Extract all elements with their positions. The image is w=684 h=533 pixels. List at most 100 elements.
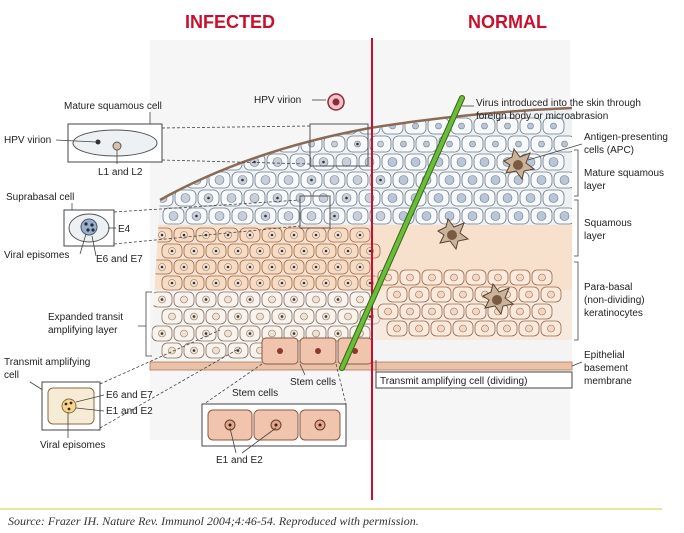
- cell-nucleus: [515, 140, 522, 148]
- cell-nucleus: [490, 175, 501, 185]
- normal-parabasal-cells: [377, 269, 562, 337]
- cell-nucleus: [458, 122, 465, 130]
- viral-episomes-top-label: Viral episomes: [4, 250, 69, 261]
- viral-particle: [292, 233, 296, 237]
- viral-particle: [356, 142, 359, 146]
- cell-nucleus: [168, 211, 179, 221]
- cell-nucleus: [561, 140, 568, 148]
- cell-nucleus: [341, 157, 352, 167]
- cell-nucleus: [212, 312, 220, 321]
- viral-particle: [302, 249, 306, 253]
- cell-nucleus: [525, 324, 533, 333]
- cell-nucleus: [387, 193, 398, 203]
- viral-particle: [368, 281, 372, 285]
- cell-nucleus: [450, 307, 458, 316]
- cell-nucleus: [459, 290, 467, 299]
- viral-particle: [160, 332, 164, 335]
- viral-particle: [195, 214, 198, 218]
- source-divider: [0, 508, 662, 510]
- cell-nucleus: [387, 157, 398, 167]
- cell-nucleus: [329, 175, 340, 185]
- cell-nucleus: [559, 175, 570, 185]
- cell-nucleus: [525, 193, 536, 203]
- e1-e2-bottom-label: E1 and E2: [106, 406, 153, 417]
- cell-nucleus: [504, 122, 511, 130]
- cell-nucleus: [318, 193, 329, 203]
- cell-nucleus: [527, 122, 534, 130]
- viral-particle: [241, 178, 244, 182]
- transmit-amplifying-label-2: cell: [4, 370, 19, 381]
- cell-nucleus: [481, 324, 489, 333]
- viral-particle: [207, 196, 210, 200]
- cell-nucleus: [249, 193, 260, 203]
- squamous-layer-label-1: Squamous: [584, 218, 632, 229]
- viral-particle: [333, 214, 336, 218]
- cell-nucleus: [180, 295, 188, 304]
- cell-nucleus: [224, 295, 232, 304]
- hpv-virion-top-label: HPV virion: [254, 95, 301, 106]
- transmit-dividing-label: Transmit amplifying cell (dividing): [380, 376, 527, 387]
- viral-particle: [204, 265, 208, 269]
- cell-nucleus: [435, 122, 442, 130]
- viral-particle: [214, 281, 218, 285]
- stem-cells-magnified: [207, 409, 341, 441]
- viral-particle: [248, 298, 252, 301]
- cell-nucleus: [421, 211, 432, 221]
- viral-particle: [236, 281, 240, 285]
- cell-nucleus: [538, 307, 546, 316]
- cell-nucleus: [344, 312, 352, 321]
- viral-particle: [358, 265, 362, 269]
- cell-nucleus: [352, 211, 363, 221]
- cell-nucleus: [393, 290, 401, 299]
- cell-nucleus: [406, 273, 414, 282]
- e6-e7-bottom-label: E6 and E7: [106, 390, 153, 401]
- epithelial-label-3: membrane: [584, 376, 632, 387]
- squamous-layer-label-2: layer: [584, 231, 606, 242]
- cell-nucleus: [479, 157, 490, 167]
- cell-nucleus: [312, 329, 320, 338]
- cell-nucleus: [444, 211, 455, 221]
- viral-particle: [280, 249, 284, 253]
- cell-nucleus: [559, 211, 570, 221]
- cell-nucleus: [456, 193, 467, 203]
- normal-heading: NORMAL: [468, 12, 547, 32]
- mature-squamous-cell-label: Mature squamous cell: [64, 101, 162, 112]
- expanded-transit-label-1: Expanded transit: [48, 312, 123, 323]
- viral-particle: [322, 160, 325, 164]
- cell-nucleus: [375, 211, 386, 221]
- viral-particle: [310, 178, 313, 182]
- viral-particle: [248, 265, 252, 269]
- viral-particle: [236, 249, 240, 253]
- expanded-transit-label-2: amplifying layer: [48, 325, 118, 336]
- viral-particle: [160, 233, 164, 237]
- parabasal-label-2: (non-dividing): [584, 295, 645, 306]
- cell-nucleus: [444, 175, 455, 185]
- epithelial-label-2: basement: [584, 363, 628, 374]
- virus-introduced-label-1: Virus introduced into the skin through: [476, 98, 641, 109]
- viral-particle: [236, 349, 240, 352]
- cell-nucleus: [516, 307, 524, 316]
- viral-particle: [324, 249, 328, 253]
- cell-nucleus: [437, 290, 445, 299]
- transmit-amplifying-label-1: Transmit amplifying: [4, 357, 90, 368]
- viral-particle: [248, 332, 252, 335]
- hpv-virion-left-label: HPV virion: [4, 135, 51, 146]
- viral-particle: [258, 281, 262, 285]
- viral-particle: [204, 298, 208, 301]
- cell-nucleus: [446, 140, 453, 148]
- cell-nucleus: [536, 175, 547, 185]
- viral-particle: [336, 265, 340, 269]
- viral-particle: [182, 265, 186, 269]
- viral-particle: [204, 332, 208, 335]
- viral-particle: [264, 214, 267, 218]
- viral-particle: [292, 298, 296, 301]
- viral-particle: [276, 196, 279, 200]
- cell-nucleus: [377, 140, 384, 148]
- cell-nucleus: [268, 295, 276, 304]
- stem-cells-box-label: Stem cells: [232, 388, 278, 399]
- cell-nucleus: [433, 193, 444, 203]
- cell-nucleus: [548, 193, 559, 203]
- cell-nucleus: [467, 175, 478, 185]
- viral-particle: [324, 315, 328, 318]
